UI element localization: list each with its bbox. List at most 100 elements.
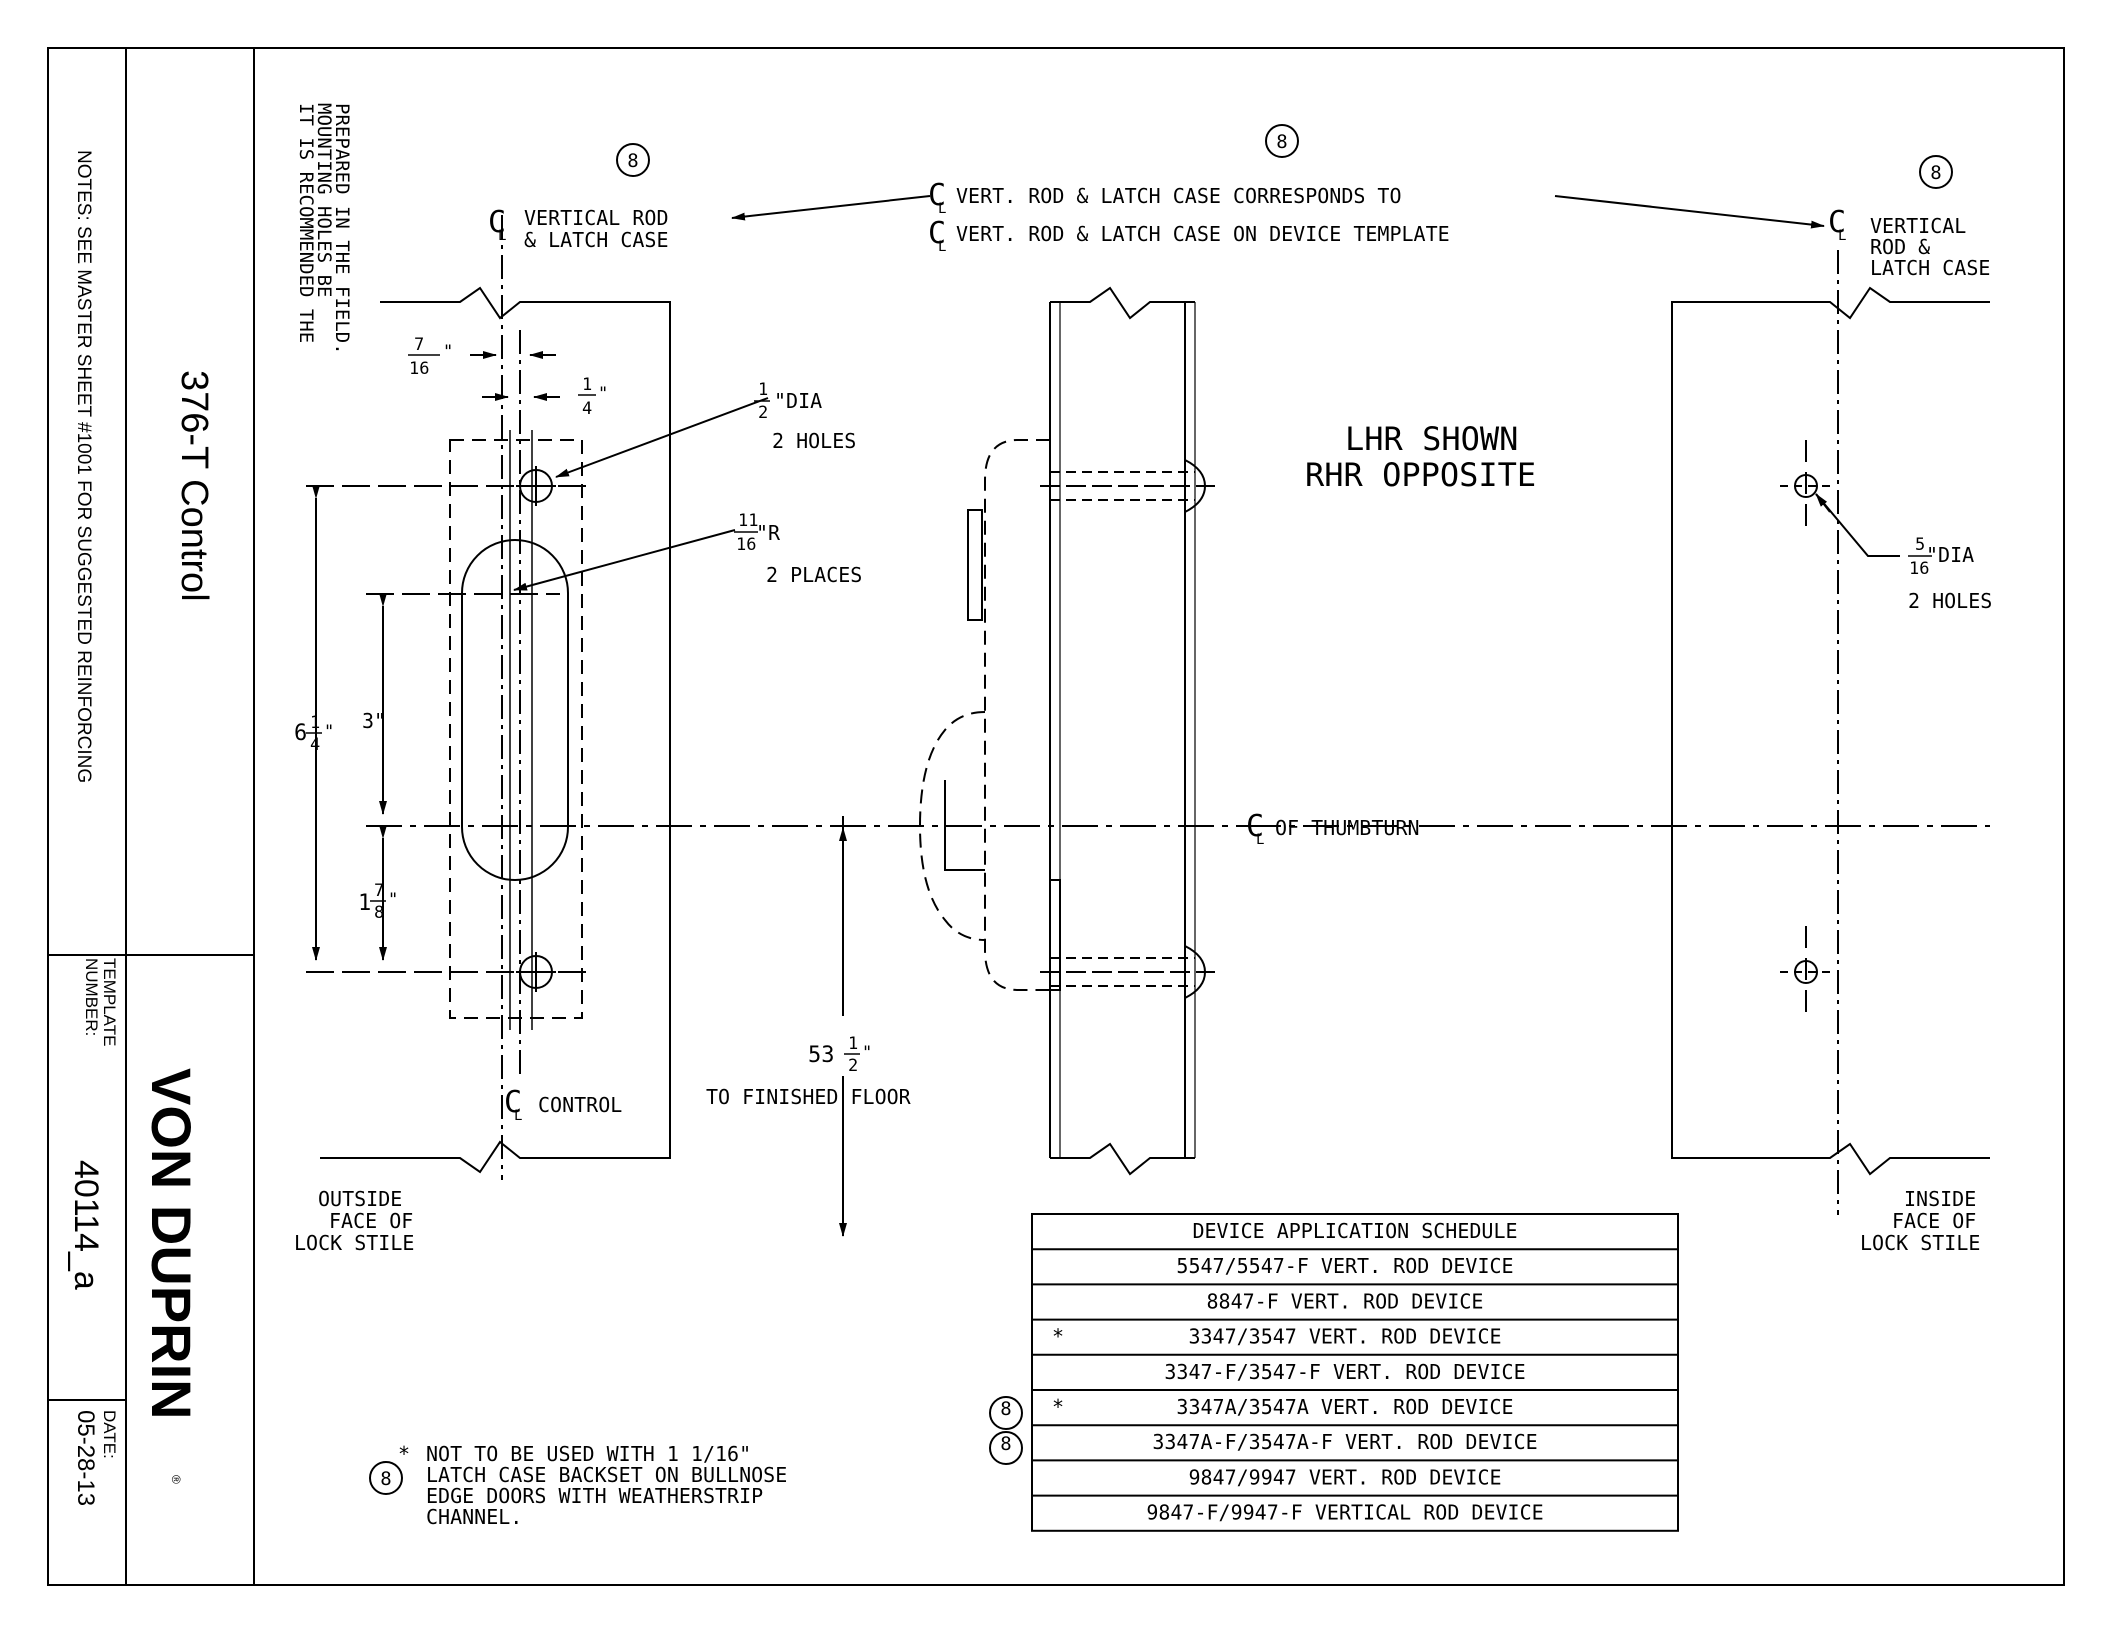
schedule-row-note-label: 8 bbox=[1000, 1433, 1011, 1455]
drawing-title: 376-T Control bbox=[173, 370, 215, 602]
mounting-note-line-3: PREPARED IN THE FIELD. bbox=[331, 103, 353, 355]
bolt-upper-head bbox=[1184, 459, 1207, 513]
control-label: CONTROL bbox=[538, 1093, 622, 1117]
note-ref-circle bbox=[369, 1461, 403, 1495]
centerline-symbol: L bbox=[1838, 228, 1846, 244]
inside-label-3: LOCK STILE bbox=[1860, 1231, 1980, 1255]
housing-flange bbox=[967, 509, 983, 621]
schedule-title: DEVICE APPLICATION SCHEDULE bbox=[1192, 1219, 1517, 1243]
floor-num: 1 bbox=[848, 1034, 858, 1054]
dia-half-suffix: "DIA bbox=[774, 389, 822, 413]
lower-inch: " bbox=[388, 890, 398, 910]
overall-num: 1 bbox=[310, 713, 320, 733]
centerline-symbol: L bbox=[938, 239, 946, 255]
inside-stile-outline bbox=[1671, 286, 1990, 1176]
outside-label-2: FACE OF bbox=[329, 1209, 413, 1233]
dia-516-suffix: "DIA bbox=[1926, 543, 1974, 567]
centerline-symbol: L bbox=[1256, 832, 1264, 848]
thumbturn-label: OF THUMBTURN bbox=[1275, 816, 1420, 840]
lower-den: 8 bbox=[374, 903, 384, 923]
inside-label-1: INSIDE bbox=[1904, 1187, 1976, 1211]
centerline-symbol: C bbox=[928, 178, 946, 213]
frac-dia-den: 2 bbox=[758, 403, 768, 423]
schedule-row-text: 3347A/3547A VERT. ROD DEVICE bbox=[1176, 1395, 1513, 1419]
number-label: NUMBER: bbox=[82, 958, 101, 1036]
template-label: TEMPLATE bbox=[100, 958, 119, 1046]
section-view bbox=[731, 195, 1990, 1237]
frac-516-num: 5 bbox=[1915, 535, 1925, 555]
section-break-bottom bbox=[1050, 1142, 1195, 1176]
thumbturn-stem bbox=[944, 780, 985, 871]
schedule-row-text: 9847/9947 VERT. ROD DEVICE bbox=[1188, 1465, 1501, 1489]
slot-cutout bbox=[461, 539, 569, 881]
schedule-row-text: 3347/3547 VERT. ROD DEVICE bbox=[1188, 1325, 1501, 1349]
hand-label-2: RHR OPPOSITE bbox=[1305, 456, 1536, 494]
outside-stile-outline bbox=[320, 286, 671, 1174]
dim-slot-label: 3" bbox=[362, 709, 386, 733]
schedule-row-asterisk: * bbox=[1052, 1395, 1064, 1419]
frac-dia-num: 1 bbox=[758, 380, 768, 400]
floor-label: TO FINISHED FLOOR bbox=[706, 1085, 912, 1109]
inside-face-view bbox=[1671, 250, 1990, 1215]
radius-qty: 2 PLACES bbox=[766, 563, 862, 587]
housing-flange bbox=[1049, 879, 1061, 991]
footnote-star: * bbox=[398, 1442, 410, 1466]
registered-mark: ® bbox=[169, 1475, 183, 1484]
bolt-lower-head bbox=[1184, 945, 1207, 999]
footnote-line-1: NOT TO BE USED WITH 1 1/16" bbox=[426, 1442, 751, 1466]
floor-inch: " bbox=[862, 1043, 872, 1063]
note-ref-label: 8 bbox=[380, 1468, 391, 1490]
overall-inch: " bbox=[324, 722, 334, 742]
frac-1-4-den: 4 bbox=[582, 399, 592, 419]
centerline-symbol: L bbox=[938, 201, 946, 217]
floor-den: 2 bbox=[848, 1056, 858, 1076]
footnote-line-3: EDGE DOORS WITH WEATHERSTRIP bbox=[426, 1484, 763, 1508]
leader-dia-half bbox=[555, 397, 769, 478]
leader-cl-right bbox=[1554, 195, 1825, 229]
schedule-row-text: 8847-F VERT. ROD DEVICE bbox=[1207, 1289, 1484, 1313]
cl-right-label-3: LATCH CASE bbox=[1870, 256, 1990, 280]
frac-r-num: 11 bbox=[738, 511, 758, 531]
notes-text: NOTES: SEE MASTER SHEET #1001 FOR SUGGES… bbox=[73, 150, 94, 783]
sheet-border bbox=[47, 47, 2065, 1586]
dia-half-qty: 2 HOLES bbox=[772, 429, 856, 453]
von-duprin-logo: VON DUPRIN bbox=[140, 1068, 203, 1420]
floor-whole: 53 bbox=[808, 1043, 835, 1068]
outside-label-3: LOCK STILE bbox=[294, 1231, 414, 1255]
note-ref-circle bbox=[1265, 124, 1299, 158]
dia-516-qty: 2 HOLES bbox=[1908, 589, 1992, 613]
schedule-frame bbox=[1031, 1213, 1679, 1532]
escutcheon-outline bbox=[449, 439, 583, 1019]
note-ref-circle bbox=[1919, 155, 1953, 189]
note-ref-label: 8 bbox=[627, 150, 638, 172]
lower-num: 7 bbox=[374, 881, 384, 901]
footnote-line-2: LATCH CASE BACKSET ON BULLNOSE bbox=[426, 1463, 787, 1487]
centerline-symbol: L bbox=[498, 228, 506, 244]
note-ref-label: 8 bbox=[1276, 131, 1287, 153]
footnote: * NOT TO BE USED WITH 1 1/16" LATCH CASE… bbox=[398, 1442, 787, 1529]
note-ref-circle bbox=[989, 1396, 1023, 1430]
mounting-note-line-1: IT IS RECOMMENDED THE bbox=[295, 103, 317, 343]
hand-label-1: LHR SHOWN bbox=[1345, 420, 1518, 458]
frac-r-den: 16 bbox=[736, 535, 756, 555]
schedule-row-text: 3347-F/3547-F VERT. ROD DEVICE bbox=[1164, 1360, 1525, 1384]
frac-1-4-inch: " bbox=[598, 384, 608, 404]
frac-7-16-den: 16 bbox=[409, 359, 429, 379]
cl-left-label-2: & LATCH CASE bbox=[524, 228, 669, 252]
frac-7-16-num: 7 bbox=[414, 335, 424, 355]
leader-516 bbox=[1815, 493, 1900, 557]
note-ref-circle bbox=[616, 143, 650, 177]
footnote-line-4: CHANNEL. bbox=[426, 1505, 522, 1529]
date-value: 05-28-13 bbox=[72, 1410, 99, 1506]
leader-516-arrow bbox=[1815, 493, 1831, 513]
frac-516-den: 16 bbox=[1909, 559, 1929, 579]
centerline-symbol: L bbox=[514, 1108, 522, 1124]
cl-right-label-1: VERTICAL bbox=[1870, 214, 1966, 238]
note-ref-label: 8 bbox=[1930, 162, 1941, 184]
mounting-note: IT IS RECOMMENDED THE MOUNTING HOLES BE … bbox=[295, 103, 353, 355]
centerline-symbol: C bbox=[928, 216, 946, 251]
template-number: 40114_a bbox=[67, 1160, 105, 1290]
thumbturn-outline bbox=[918, 711, 986, 941]
title-block bbox=[47, 47, 2065, 1586]
overall-whole: 6 bbox=[294, 721, 307, 746]
